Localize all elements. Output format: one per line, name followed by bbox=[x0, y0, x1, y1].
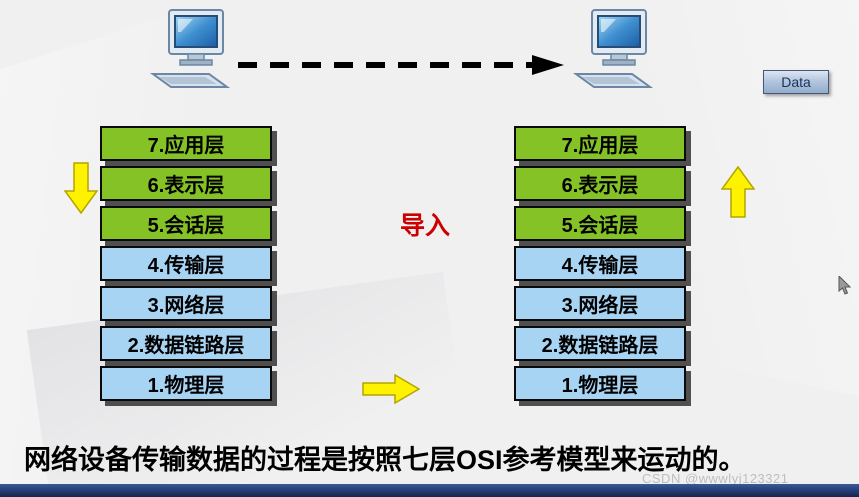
data-tag: Data bbox=[763, 70, 829, 94]
left-osi-layer-1: 1.物理层 bbox=[100, 366, 272, 401]
layer-label: 7.应用层 bbox=[561, 135, 639, 157]
layer-label: 3.网络层 bbox=[147, 295, 225, 317]
right-osi-layer-1: 1.物理层 bbox=[514, 366, 686, 401]
layer-label: 2.数据链路层 bbox=[127, 335, 245, 357]
watermark: CSDN @wwwlyj123321 bbox=[642, 471, 789, 486]
left-osi-layer-3: 3.网络层 bbox=[100, 286, 272, 321]
right-osi-layer-7: 7.应用层 bbox=[514, 126, 686, 161]
right-osi-layer-4: 4.传输层 bbox=[514, 246, 686, 281]
left-osi-layer-5: 5.会话层 bbox=[100, 206, 272, 241]
down-arrow-icon bbox=[64, 162, 98, 214]
dashed-transfer-arrow-icon bbox=[238, 55, 564, 75]
layer-label: 7.应用层 bbox=[147, 135, 225, 157]
layer-label: 1.物理层 bbox=[561, 375, 639, 397]
left-osi-layer-4: 4.传输层 bbox=[100, 246, 272, 281]
bottom-bar bbox=[0, 484, 859, 497]
left-osi-layer-6: 6.表示层 bbox=[100, 166, 272, 201]
right-osi-layer-6: 6.表示层 bbox=[514, 166, 686, 201]
import-label: 导入 bbox=[399, 212, 450, 240]
right-arrow-icon bbox=[362, 374, 420, 404]
layer-label: 4.传输层 bbox=[561, 255, 639, 277]
layer-label: 5.会话层 bbox=[561, 215, 639, 237]
layer-label: 4.传输层 bbox=[147, 255, 225, 277]
computer-icon bbox=[568, 8, 664, 94]
mouse-cursor-icon bbox=[838, 276, 852, 295]
left-osi-layer-2: 2.数据链路层 bbox=[100, 326, 272, 361]
right-osi-layer-3: 3.网络层 bbox=[514, 286, 686, 321]
caption: 网络设备传输数据的过程是按照七层OSI参考模型来运动的。 bbox=[24, 445, 746, 475]
up-arrow-icon bbox=[721, 166, 755, 218]
layer-label: 6.表示层 bbox=[147, 175, 225, 197]
right-osi-layer-5: 5.会话层 bbox=[514, 206, 686, 241]
layer-label: 1.物理层 bbox=[147, 375, 225, 397]
layer-label: 3.网络层 bbox=[561, 295, 639, 317]
right-osi-layer-2: 2.数据链路层 bbox=[514, 326, 686, 361]
left-osi-layer-7: 7.应用层 bbox=[100, 126, 272, 161]
data-tag-label: Data bbox=[781, 74, 811, 90]
computer-icon bbox=[145, 8, 241, 94]
osi-stack-left: 7.应用层 6.表示层 5.会话层 4.传输层 3.网络层 2.数据链路层 1.… bbox=[100, 126, 272, 406]
layer-label: 5.会话层 bbox=[147, 215, 225, 237]
layer-label: 6.表示层 bbox=[561, 175, 639, 197]
osi-stack-right: 7.应用层 6.表示层 5.会话层 4.传输层 3.网络层 2.数据链路层 1.… bbox=[514, 126, 686, 406]
layer-label: 2.数据链路层 bbox=[541, 335, 659, 357]
